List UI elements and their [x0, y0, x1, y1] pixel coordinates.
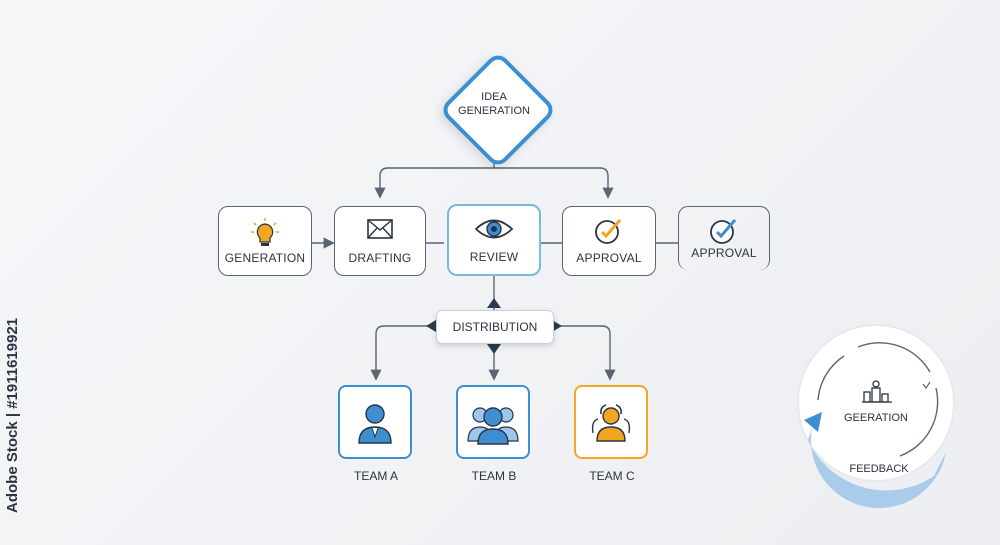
- envelope-icon: [335, 217, 425, 246]
- stage-approval-2: APPROVAL: [678, 206, 770, 270]
- team-a-label: TEAM A: [353, 469, 398, 483]
- cycle-center-label: GEERATION: [844, 412, 908, 424]
- team-c-label: TEAM C: [589, 469, 635, 483]
- person-icon: [358, 404, 392, 444]
- stage-label: APPROVAL: [576, 251, 642, 265]
- team-b-card: [456, 385, 530, 459]
- checkmark-icon: [563, 217, 655, 250]
- group-icon: [591, 404, 631, 442]
- stage-approval: APPROVAL: [562, 206, 656, 276]
- distribution-node: DISTRIBUTION: [436, 310, 554, 344]
- stock-watermark: Adobe Stock | #1911619921: [4, 317, 21, 513]
- stage-drafting: DRAFTING: [334, 206, 426, 276]
- idea-generation-label: IDEA GENERATION: [443, 90, 545, 118]
- eye-icon: [449, 216, 539, 247]
- group-icon: [467, 407, 519, 445]
- stage-label: APPROVAL: [691, 246, 757, 260]
- stage-label: GENERATION: [224, 251, 306, 265]
- team-c-card: [574, 385, 648, 459]
- idea-generation-line1: IDEA: [481, 91, 507, 103]
- distribution-label: DISTRIBUTION: [452, 320, 538, 334]
- cycle-icon: [862, 380, 892, 409]
- team-b-label: TEAM B: [471, 469, 517, 483]
- lightbulb-icon: [219, 217, 311, 254]
- stage-label: REVIEW: [469, 250, 519, 264]
- idea-generation-line2: GENERATION: [458, 105, 530, 117]
- stage-generation: GENERATION: [218, 206, 312, 276]
- checkmark-icon: [679, 217, 769, 250]
- team-a-card: [338, 385, 412, 459]
- stage-review: REVIEW: [447, 204, 541, 276]
- cycle-feedback-label: FEEDBACK: [849, 463, 909, 475]
- stage-label: DRAFTING: [348, 251, 412, 265]
